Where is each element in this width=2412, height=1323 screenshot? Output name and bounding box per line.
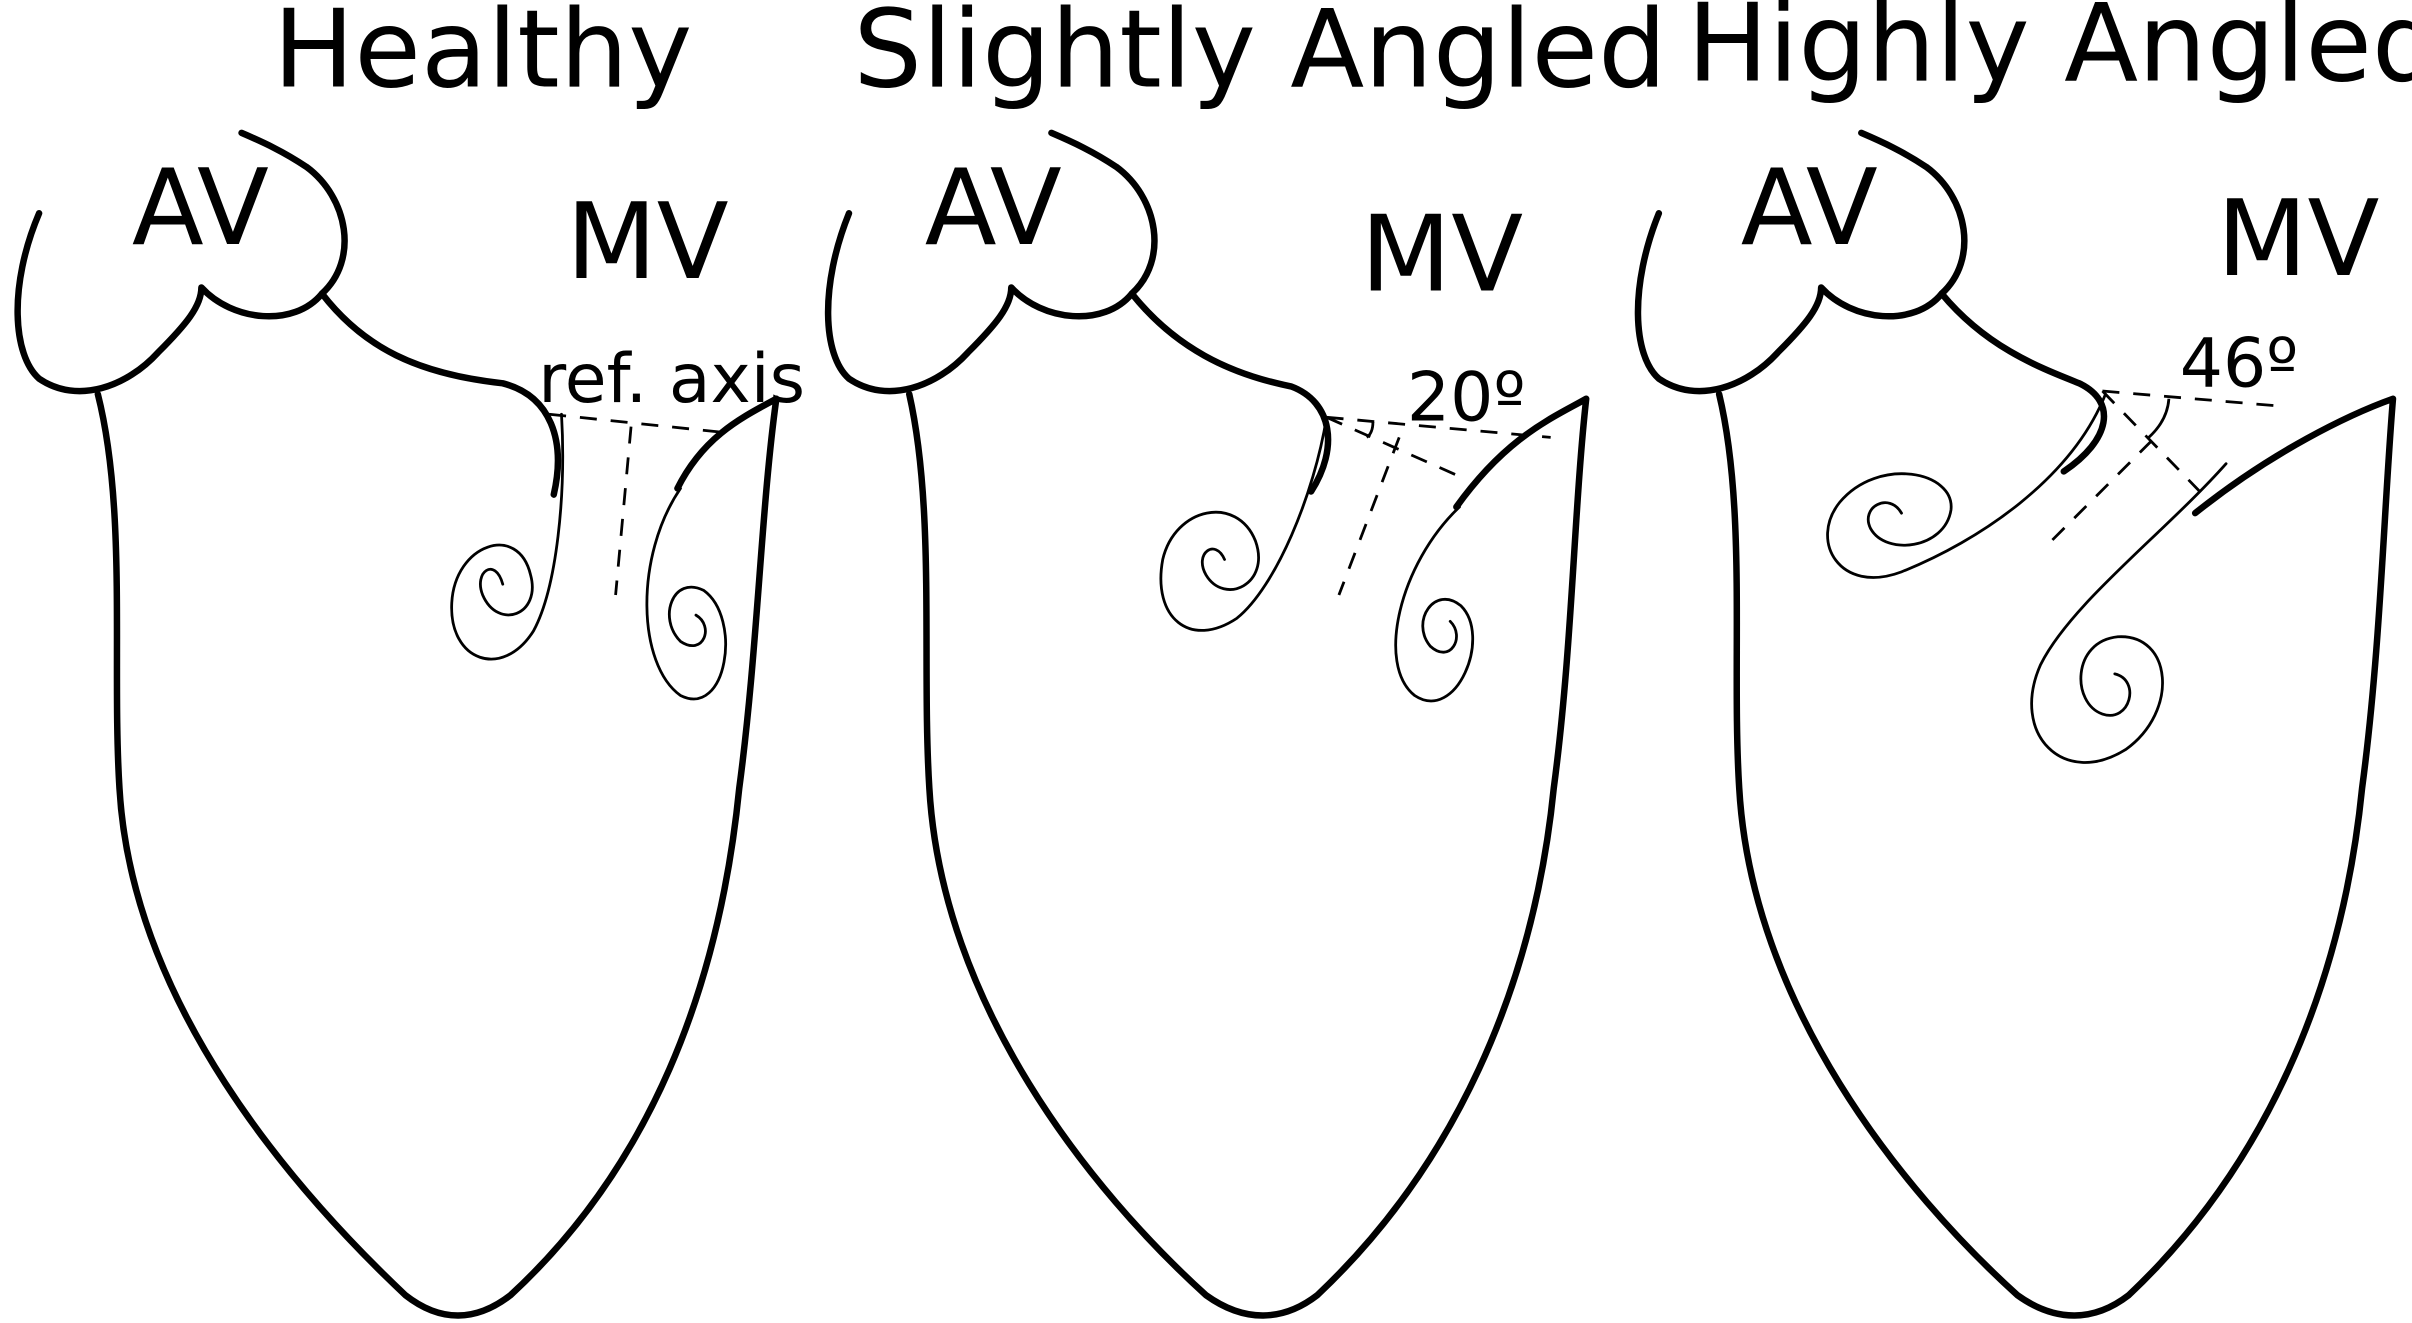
aortic-valve-outline (824, 129, 1158, 395)
perpendicular-axis-line (1337, 436, 1401, 596)
aorto-mitral-curtain (1938, 290, 2108, 475)
angle-label: 20º (1407, 358, 1526, 437)
panel-title: Healthy (273, 0, 692, 113)
angle-arc (2147, 398, 2171, 439)
aortic-valve-label: AV (925, 146, 1062, 269)
panel-slightly-angled: Slightly Angled AV MV 20º (824, 0, 1667, 1319)
reference-axis-line (1326, 415, 1551, 439)
perpendicular-axis-line (614, 426, 633, 596)
panel-highly-angled: Highly Angled AV MV 46º (1634, 0, 2412, 1319)
anterior-mitral-leaflet (1826, 392, 2107, 579)
anterior-mitral-leaflet (1159, 415, 1328, 632)
aorto-mitral-curtain (1128, 290, 1332, 495)
mitral-valve-label: MV (566, 180, 729, 303)
mitral-valve-label: MV (1361, 193, 1524, 316)
angle-label: 46º (2180, 324, 2299, 403)
aorto-mitral-curtain (318, 290, 562, 498)
aortic-valve-label: AV (1741, 146, 1878, 269)
aortic-valve-outline (1634, 129, 1968, 395)
anterior-mitral-leaflet (450, 412, 565, 661)
aortic-valve-outline (14, 129, 348, 395)
panel-title: Slightly Angled (853, 0, 1666, 113)
reference-axis-label: ref. axis (538, 340, 805, 419)
perpendicular-axis-line (2042, 439, 2153, 550)
posterior-mitral-leaflet (2030, 462, 2228, 764)
posterior-mitral-leaflet (1394, 505, 1475, 703)
mitral-valve-label: MV (2217, 177, 2380, 300)
panel-healthy: Healthy AV MV ref. axis (14, 0, 805, 1319)
heart-outline (94, 390, 780, 1319)
panel-title: Highly Angled (1687, 0, 2412, 106)
aortic-valve-label: AV (132, 146, 269, 269)
heart-outline (906, 390, 1590, 1319)
angle-arc (1365, 421, 1375, 439)
posterior-mitral-leaflet (645, 487, 727, 701)
heart-outline (1715, 390, 2397, 1319)
